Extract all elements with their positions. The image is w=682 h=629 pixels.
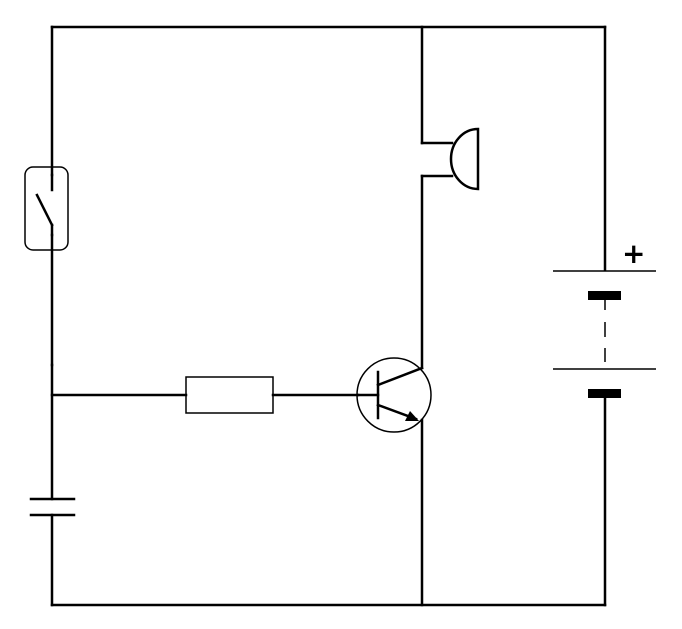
battery-positive-label: +: [622, 237, 645, 270]
transistor-icon: [356, 357, 432, 433]
capacitor-icon: [29, 497, 76, 517]
buzzer-icon: [420, 127, 480, 191]
battery-icon: +: [553, 237, 656, 398]
resistor-icon: [185, 376, 274, 414]
switch-icon: [24, 166, 69, 251]
wires: [50, 25, 607, 607]
